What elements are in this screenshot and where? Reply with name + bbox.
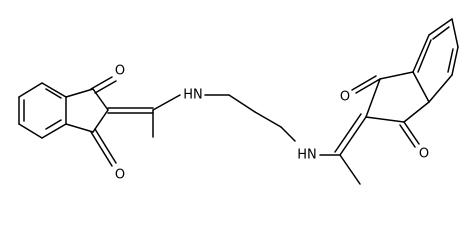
- bond: [254, 111, 282, 128]
- bond: [334, 113, 362, 153]
- bond: [403, 101, 430, 123]
- bond: [94, 128, 117, 164]
- bond: [18, 123, 43, 139]
- right-indanedione: [319, 18, 459, 185]
- amine-label: HN: [183, 88, 203, 103]
- bond: [94, 80, 117, 94]
- bond: [365, 116, 405, 123]
- bond: [417, 39, 432, 73]
- oxygen-label: O: [340, 90, 350, 105]
- bond: [65, 88, 94, 98]
- bond: [428, 18, 453, 36]
- bond: [339, 116, 367, 156]
- bond: [41, 82, 67, 98]
- bond: [65, 123, 94, 133]
- bond: [18, 82, 43, 98]
- bond: [379, 71, 414, 80]
- bond: [365, 78, 381, 118]
- bond: [92, 109, 109, 133]
- bond: [451, 18, 459, 48]
- left-indanedione: [18, 76, 181, 167]
- oxygen-label: O: [115, 64, 125, 79]
- amine-label: HN: [297, 148, 317, 163]
- bond: [403, 121, 420, 145]
- propyl-linker: [204, 94, 296, 142]
- bond: [45, 119, 62, 130]
- bond: [399, 124, 416, 148]
- bond: [412, 34, 430, 73]
- bond: [432, 26, 450, 40]
- bond: [90, 76, 113, 90]
- bond: [152, 94, 181, 111]
- bond: [90, 131, 113, 167]
- bond: [228, 94, 256, 113]
- bond: [447, 48, 454, 73]
- bond: [41, 123, 67, 139]
- oxygen-label: O: [115, 168, 125, 183]
- bond: [412, 71, 430, 103]
- chemical-structure-diagram: O O HN HN O O: [18, 18, 459, 185]
- bond: [451, 46, 459, 76]
- bond: [355, 78, 381, 94]
- bond: [280, 126, 296, 142]
- bond: [428, 74, 453, 103]
- oxygen-label: O: [419, 147, 429, 162]
- bond: [351, 75, 377, 91]
- structure-canvas: O O HN HN O O: [18, 18, 459, 185]
- bond: [339, 154, 361, 185]
- bond: [45, 88, 62, 99]
